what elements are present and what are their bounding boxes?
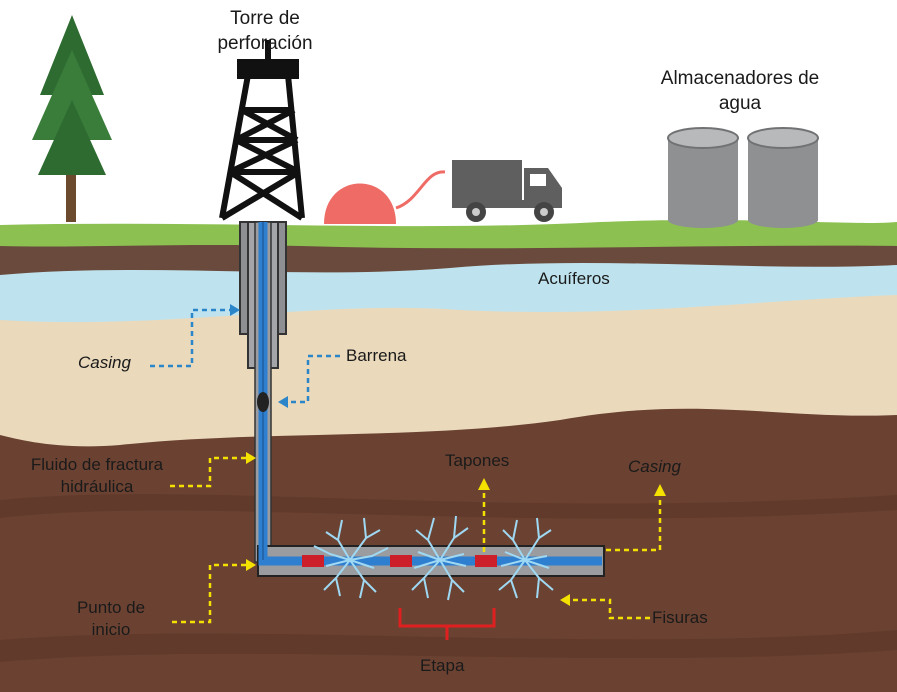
- fisuras-arrow: [568, 598, 650, 620]
- torre-label-line1: Torre de: [230, 8, 300, 29]
- arrowhead: [246, 559, 256, 571]
- grass-layer: [0, 220, 897, 249]
- arrowhead: [246, 452, 256, 464]
- casing-right-label: Casing: [628, 457, 681, 476]
- fluido-label-line2: hidráulica: [60, 477, 134, 496]
- gas-dome-icon: [324, 183, 396, 224]
- truck-icon: [452, 160, 562, 222]
- casing-right-arrow: [606, 496, 662, 552]
- drilling-tower-icon: [219, 40, 305, 221]
- almacen-label-line2: agua: [718, 93, 762, 114]
- hose: [395, 170, 446, 210]
- aquifer-layer: [0, 258, 897, 323]
- tapones-label: Tapones: [445, 451, 510, 470]
- deep-soil-layer: [0, 391, 897, 692]
- soil-band: [0, 630, 897, 662]
- barrena-arrow: [286, 354, 340, 404]
- torre-label: Torre de perforación: [200, 6, 330, 56]
- fluido-label-line1: Fluido de fractura: [30, 455, 164, 474]
- soil-band: [0, 494, 897, 519]
- fisuras-label: Fisuras: [652, 608, 708, 627]
- torre-label-line2: perforación: [217, 33, 313, 54]
- etapa-bracket: [398, 608, 496, 640]
- acuiferos-label: Acuíferos: [538, 269, 610, 288]
- arrowhead: [230, 304, 240, 316]
- sky: [0, 0, 897, 240]
- plug: [302, 555, 324, 567]
- drill-bit-icon: [257, 392, 269, 412]
- casing-left-arrow: [150, 308, 232, 368]
- punto-arrow: [172, 563, 248, 624]
- fluido-label: Fluido de fractura hidráulica: [12, 454, 182, 498]
- arrowhead: [654, 484, 666, 496]
- plug: [475, 555, 497, 567]
- barrena-label: Barrena: [346, 346, 407, 365]
- fissures: [313, 515, 554, 601]
- etapa-label: Etapa: [420, 656, 465, 675]
- sand-layer: [0, 290, 897, 447]
- almacen-label: Almacenadores de agua: [630, 66, 850, 116]
- arrowhead: [278, 396, 288, 408]
- tree-icon: [32, 15, 112, 222]
- arrowhead: [560, 594, 570, 606]
- water-tank-icon: [667, 127, 739, 228]
- fluido-arrow: [170, 456, 248, 488]
- water-tank-icon: [747, 127, 819, 228]
- arrowhead: [478, 478, 490, 490]
- casing-left-label: Casing: [78, 353, 131, 372]
- almacen-label-line1: Almacenadores de: [660, 68, 820, 89]
- punto-label-line1: Punto de: [76, 598, 146, 617]
- plug: [390, 555, 412, 567]
- punto-label: Punto de inicio: [56, 597, 166, 641]
- punto-label-line2: inicio: [91, 620, 131, 639]
